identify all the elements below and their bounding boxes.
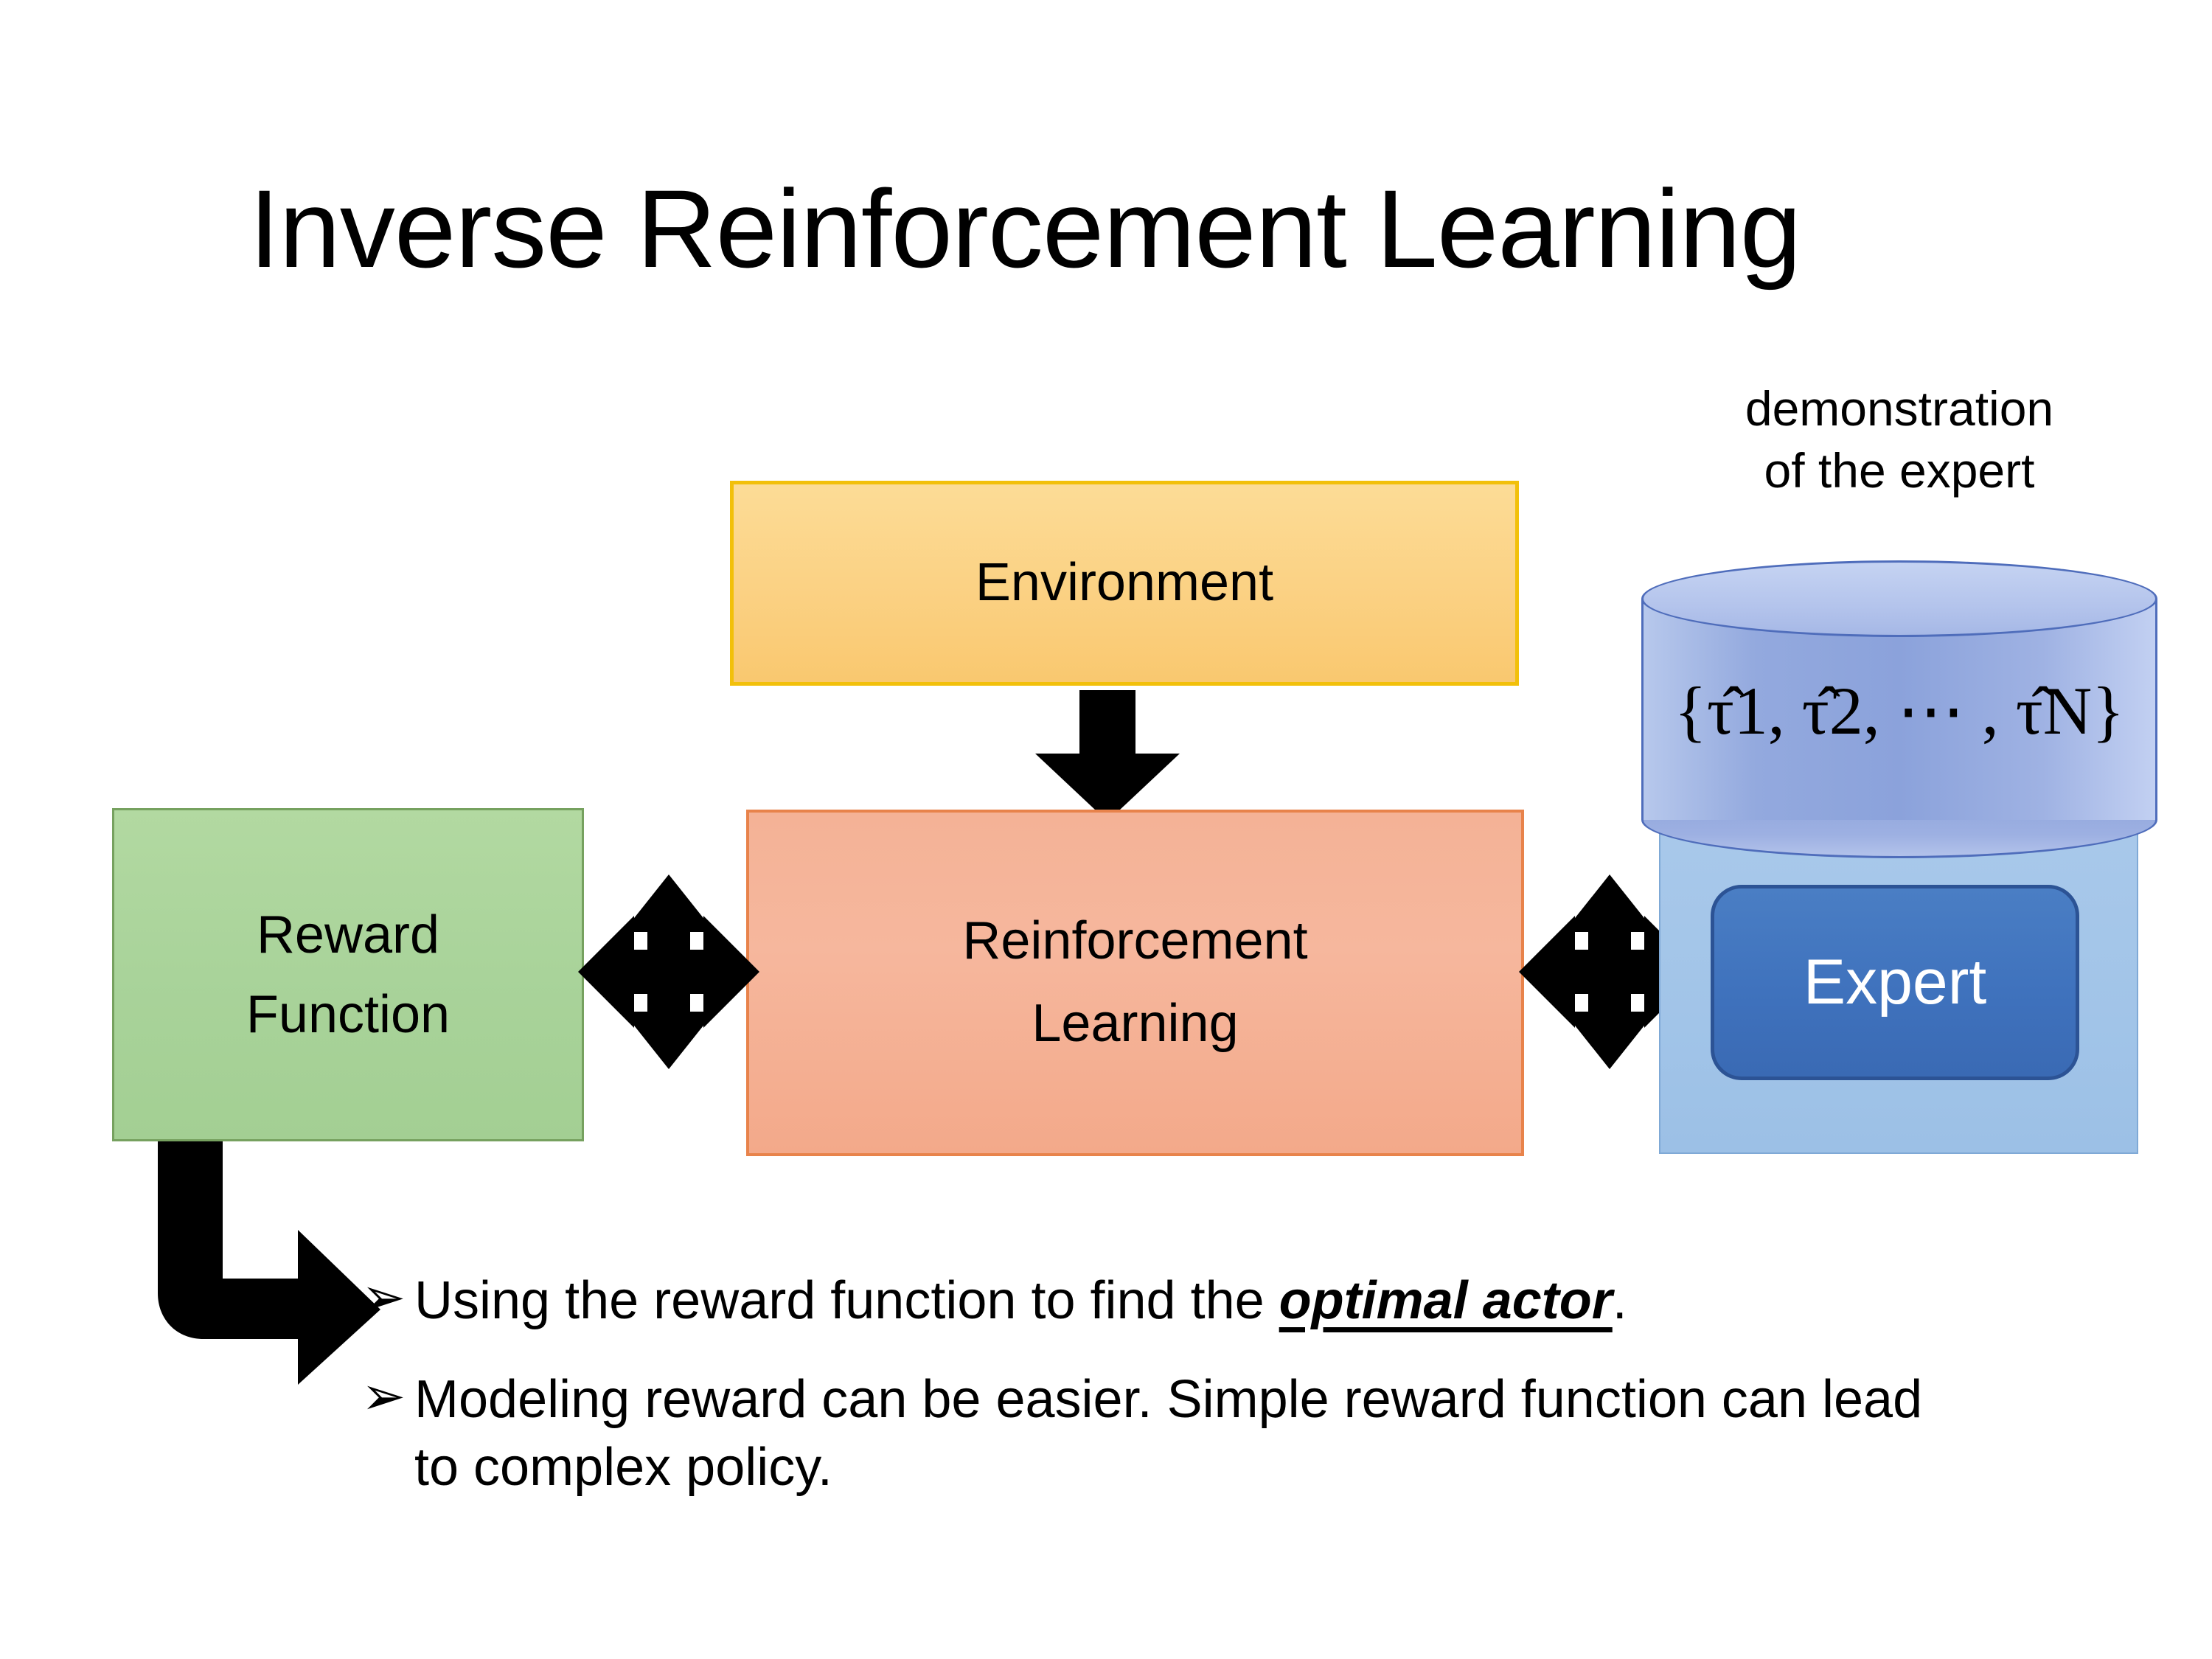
expert-button[interactable]: Expert xyxy=(1711,885,2079,1080)
page-title: Inverse Reinforcement Learning xyxy=(248,167,1802,291)
environment-box: Environment xyxy=(730,481,1519,686)
demonstration-label: demonstration of the expert xyxy=(1745,381,2054,498)
bullet-text: Modeling reward can be easier. Simple re… xyxy=(414,1370,1923,1498)
bullet-arrow-icon: ➢ xyxy=(361,1367,406,1427)
environment-box-label: Environment xyxy=(975,553,1274,613)
bullet-text-before: Using the reward function to find the xyxy=(414,1271,1279,1330)
bullet-text: Using the reward function to find the op… xyxy=(414,1267,1627,1335)
list-item: ➢ Modeling reward can be easier. Simple … xyxy=(361,1366,2131,1501)
bullet-list: ➢ Using the reward function to find the … xyxy=(361,1267,2131,1532)
reward-function-box-label: Reward Function xyxy=(246,905,451,1044)
list-item: ➢ Using the reward function to find the … xyxy=(361,1267,2131,1335)
reinforcement-learning-box: Reinforcement Learning xyxy=(746,810,1524,1156)
trajectory-set-formula: {τ̂1, τ̂2, ⋯ , τ̂N} xyxy=(1674,673,2125,748)
bullet-arrow-icon: ➢ xyxy=(361,1268,406,1327)
arrow-rl-to-expert xyxy=(1519,874,1700,1069)
demonstration-cylinder: {τ̂1, τ̂2, ⋯ , τ̂N} xyxy=(1641,560,2157,858)
bullet-emphasis: optimal actor xyxy=(1279,1271,1613,1330)
arrow-reward-to-bullet xyxy=(158,1141,380,1385)
cylinder-top-ellipse xyxy=(1641,560,2157,637)
arrow-environment-to-rl xyxy=(1035,690,1180,821)
arrow-reward-to-rl xyxy=(578,874,759,1069)
reinforcement-learning-box-label: Reinforcement Learning xyxy=(962,911,1308,1053)
bullet-text-after: . xyxy=(1612,1271,1627,1330)
reward-function-box: Reward Function xyxy=(112,808,584,1141)
